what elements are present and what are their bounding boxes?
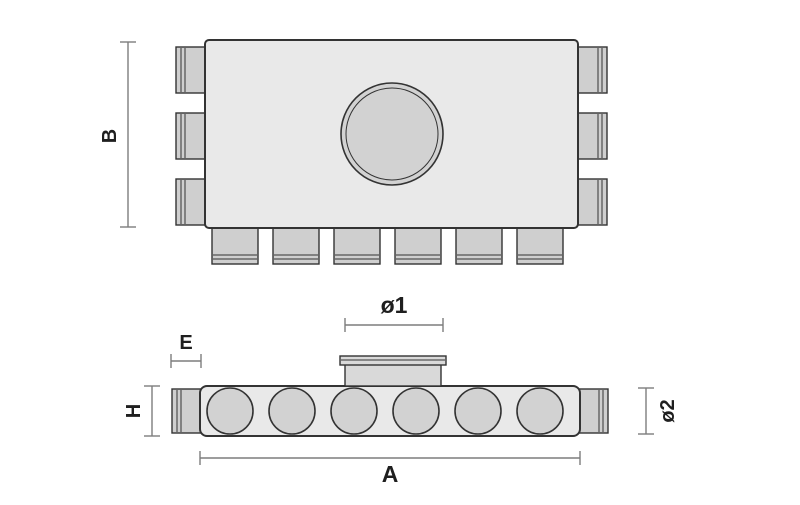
dim-label-E: E — [179, 332, 192, 354]
spigot-stub — [576, 112, 608, 160]
spigot-stub — [576, 178, 608, 226]
spigot-circle — [268, 387, 316, 435]
spigot-circle — [392, 387, 440, 435]
right-end-spigot — [578, 388, 609, 434]
spigot-stub — [211, 226, 259, 265]
spigot-circle — [516, 387, 564, 435]
spigot-stub — [272, 226, 320, 265]
spigot-stub — [576, 46, 608, 94]
center-inlet-circle — [340, 82, 444, 186]
spigot-stub — [175, 46, 207, 94]
spigot-stub — [175, 112, 207, 160]
dim-label-A: A — [382, 461, 399, 487]
spigot-circle — [206, 387, 254, 435]
spigot-stub — [394, 226, 442, 265]
dimension-d2: ø2 — [638, 387, 679, 435]
spigot-stub — [175, 178, 207, 226]
stub-body — [211, 226, 259, 265]
left-end-spigot — [171, 388, 202, 434]
dim-label-d2: ø2 — [657, 399, 679, 422]
dim-label-B: B — [99, 129, 121, 143]
right-spigot-stubs — [576, 46, 608, 226]
dimension-d1: ø1 — [344, 292, 444, 332]
spigot-stub — [455, 226, 503, 265]
stub-body — [272, 226, 320, 265]
stub-body — [455, 226, 503, 265]
dimension-A: A — [199, 451, 581, 487]
top-view: B — [99, 39, 608, 265]
stub-body — [394, 226, 442, 265]
bottom-spigot-stubs — [211, 226, 564, 265]
spigot-stub — [333, 226, 381, 265]
spigot-stub — [516, 226, 564, 265]
front-spigot-circles — [206, 387, 564, 435]
stub-body — [333, 226, 381, 265]
dim-label-H: H — [123, 404, 145, 418]
stub-body — [578, 388, 609, 434]
dimension-H: H — [123, 385, 160, 437]
dimension-B: B — [99, 41, 136, 228]
stub-body — [516, 226, 564, 265]
front-view: ø1 E H ø2 A — [123, 292, 679, 487]
stub-body — [171, 388, 202, 434]
top-collar — [339, 355, 447, 387]
collar-body — [344, 363, 442, 387]
spigot-circle — [330, 387, 378, 435]
dimension-E: E — [170, 332, 202, 368]
left-spigot-stubs — [175, 46, 207, 226]
spigot-circle — [454, 387, 502, 435]
dim-label-d1: ø1 — [381, 292, 408, 318]
center-inlet-inner-ring — [345, 87, 439, 181]
